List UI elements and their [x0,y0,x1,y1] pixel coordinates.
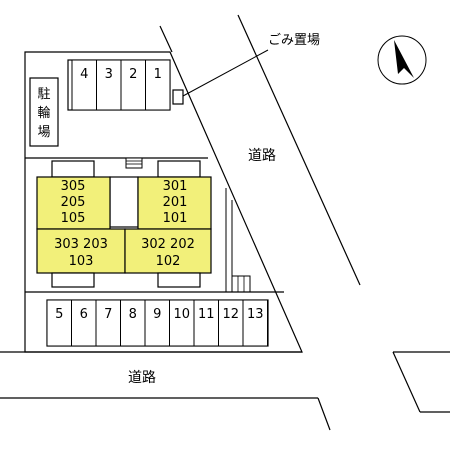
unit-302-202: 302 202 [141,237,195,252]
unit-303-203: 303 203 [54,237,108,252]
parking-bottom-stall-number: 13 [247,307,264,322]
garbage-station [172,89,184,105]
parking-bottom-stall-number: 11 [198,307,215,322]
bike-parking-label-2: 輪 [37,105,50,121]
parking-bottom-stall [242,299,268,347]
parking-top-stall-number: 4 [80,67,88,82]
unit-105: 105 [61,211,86,226]
parking-bottom-stall [169,299,195,347]
road-south-bottom-diag [317,397,331,431]
unit-201: 201 [163,195,188,210]
parking-top-stall-number: 1 [154,67,162,82]
bike-parking-label-1: 駐 [37,87,50,102]
parking-bottom-stall [95,299,121,347]
unit-103: 103 [69,254,94,269]
parking-bottom-stall [71,299,97,347]
unit-301: 301 [163,179,188,194]
unit-102: 102 [156,254,181,269]
parking-top-stall-number: 2 [129,67,137,82]
bike-parking-area [29,77,59,147]
parking-bottom-stall-number: 12 [222,307,239,322]
north-arrow-icon [377,35,427,85]
stair-top [125,157,143,169]
parking-top-stall-number: 3 [105,67,113,82]
parking-top-stall [145,59,171,111]
parking-bottom-stall-number: 6 [80,307,88,322]
parking-bottom-stall [193,299,219,347]
unit-block-left-upper [36,176,111,230]
parking-bottom-stall-number: 9 [153,307,161,322]
garbage-label: ごみ置場 [268,32,320,48]
parking-top-stall [96,59,122,111]
unit-block-right-lower [124,228,212,274]
building-core [109,176,139,228]
parking-bottom-stall [120,299,146,347]
parking-bottom-stall-number: 7 [104,307,112,322]
road-label-south: 道路 [128,370,156,386]
unit-305: 305 [61,179,86,194]
parking-bottom-stall [218,299,244,347]
unit-101: 101 [163,211,188,226]
parking-top-stall [71,59,97,111]
balcony-lower-right [157,272,201,288]
road-east-edge [237,14,361,286]
parking-bottom-stall-number: 5 [55,307,63,322]
garbage-leader-line [182,49,269,97]
road-east-inner-edge [159,25,173,53]
road-side-right-diag [392,351,421,413]
bike-parking-label-3: 場 [37,125,50,140]
balcony-lower-left [51,272,95,288]
parking-top-stall [120,59,146,111]
balcony-upper-left [51,160,95,178]
parking-bottom-stall-number: 8 [129,307,137,322]
unit-205: 205 [61,195,86,210]
balcony-upper-right [157,160,201,178]
parking-bottom-stall [46,299,72,347]
stair-side [231,275,251,293]
road-label-east: 道路 [248,148,276,164]
parking-bottom-stall [144,299,170,347]
unit-block-left-lower [36,228,126,274]
parking-bottom-stall-number: 10 [173,307,190,322]
